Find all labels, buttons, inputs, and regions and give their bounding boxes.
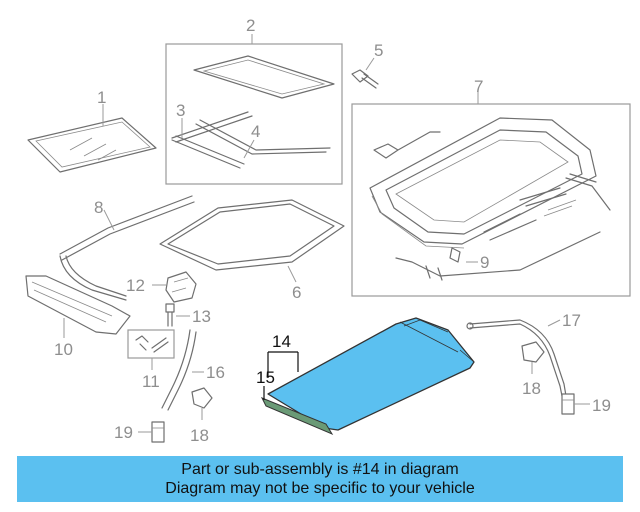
callout-18-left: 18 (190, 426, 209, 445)
part-16-drain-hose: 16 (161, 329, 225, 411)
callout-19-right: 19 (592, 396, 611, 415)
callout-10: 10 (54, 340, 73, 359)
part-11-box (127, 329, 175, 359)
part-13-bolt: 13 (165, 303, 211, 327)
callout-5: 5 (374, 41, 383, 60)
callout-3: 3 (176, 101, 185, 120)
callout-8: 8 (94, 198, 103, 217)
callout-12: 12 (126, 276, 145, 295)
callout-7: 7 (474, 77, 483, 96)
parts-diagram: 1 2 3 4 5 7 9 (25, 16, 631, 445)
callout-15: 15 (256, 368, 275, 387)
part-11-group: 11 (127, 329, 175, 391)
callout-9: 9 (480, 253, 489, 272)
part-5-bolt: 5 (351, 41, 383, 89)
callout-19-left: 19 (114, 423, 133, 442)
part-6-seal: 6 (159, 199, 345, 302)
callout-13: 13 (192, 307, 211, 326)
part-19-grommet-right: 19 (561, 393, 611, 415)
callout-18-right: 18 (522, 379, 541, 398)
part-17-drain-hose: 17 (466, 311, 581, 397)
banner-line-2: Diagram may not be specific to your vehi… (165, 480, 475, 497)
callout-6: 6 (292, 283, 301, 302)
part-7-group: 7 9 (351, 77, 631, 297)
part-2-box (165, 43, 343, 185)
part-7-box (351, 103, 631, 297)
part-18-clip-left: 18 (190, 387, 213, 445)
banner-line-1: Part or sub-assembly is #14 in diagram (181, 461, 459, 478)
part-19-grommet-left: 19 (114, 421, 165, 443)
part-10-deflector: 10 (25, 275, 131, 359)
info-banner: Part or sub-assembly is #14 in diagram D… (17, 456, 623, 502)
callout-11: 11 (142, 372, 160, 391)
part-15-trim-strip: 15 (256, 368, 334, 436)
callout-1: 1 (97, 88, 106, 107)
callout-14: 14 (272, 332, 291, 351)
callout-16: 16 (206, 363, 225, 382)
callout-4: 4 (251, 122, 260, 141)
part-18-clip-right: 18 (521, 341, 545, 398)
part-8-drip-rail: 8 (59, 195, 195, 301)
callout-2: 2 (246, 16, 255, 35)
part-1-glass-panel: 1 (27, 88, 157, 173)
part-2-group: 2 3 4 (165, 16, 343, 185)
callout-17: 17 (562, 311, 581, 330)
part-12-motor: 12 (126, 271, 197, 303)
